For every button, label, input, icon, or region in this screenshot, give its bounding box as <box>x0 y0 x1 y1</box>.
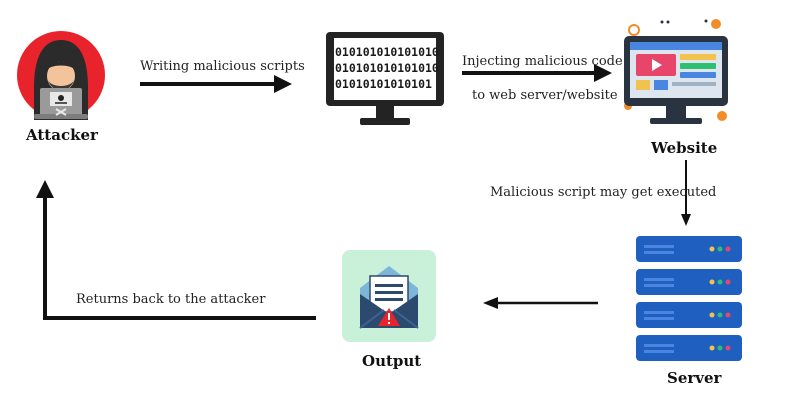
hacker-icon <box>16 30 106 120</box>
server-label: Server <box>667 369 722 387</box>
binary-line-1: 010101010101010 <box>335 45 439 59</box>
edge-label-returns: Returns back to the attacker <box>76 292 266 307</box>
edge-label-injecting: Injecting malicious code <box>462 54 623 69</box>
edge-label-to-web-server: to web server/website <box>472 88 618 103</box>
website-monitor-icon <box>618 16 736 132</box>
edge-server-to-output <box>483 297 598 309</box>
edge-label-writing: Writing malicious scripts <box>140 59 305 74</box>
binary-monitor-icon <box>326 32 444 128</box>
attacker-label: Attacker <box>26 126 98 144</box>
edge-label-executed: Malicious script may get executed <box>490 185 717 200</box>
binary-line-2: 010101010101010 <box>335 61 439 75</box>
server-rack-icon <box>636 236 742 362</box>
edge-output-to-attacker <box>36 180 316 320</box>
binary-line-3: 01010101010101 <box>335 77 432 91</box>
website-label: Website <box>651 139 718 157</box>
output-label: Output <box>362 352 422 370</box>
edge-website-to-server <box>681 160 691 226</box>
binary-code-text: 010101010101010 010101010101010 01010101… <box>335 44 439 92</box>
mail-warning-icon <box>342 250 436 342</box>
edge-attacker-to-code <box>140 75 292 93</box>
edge-code-to-website <box>462 64 612 82</box>
